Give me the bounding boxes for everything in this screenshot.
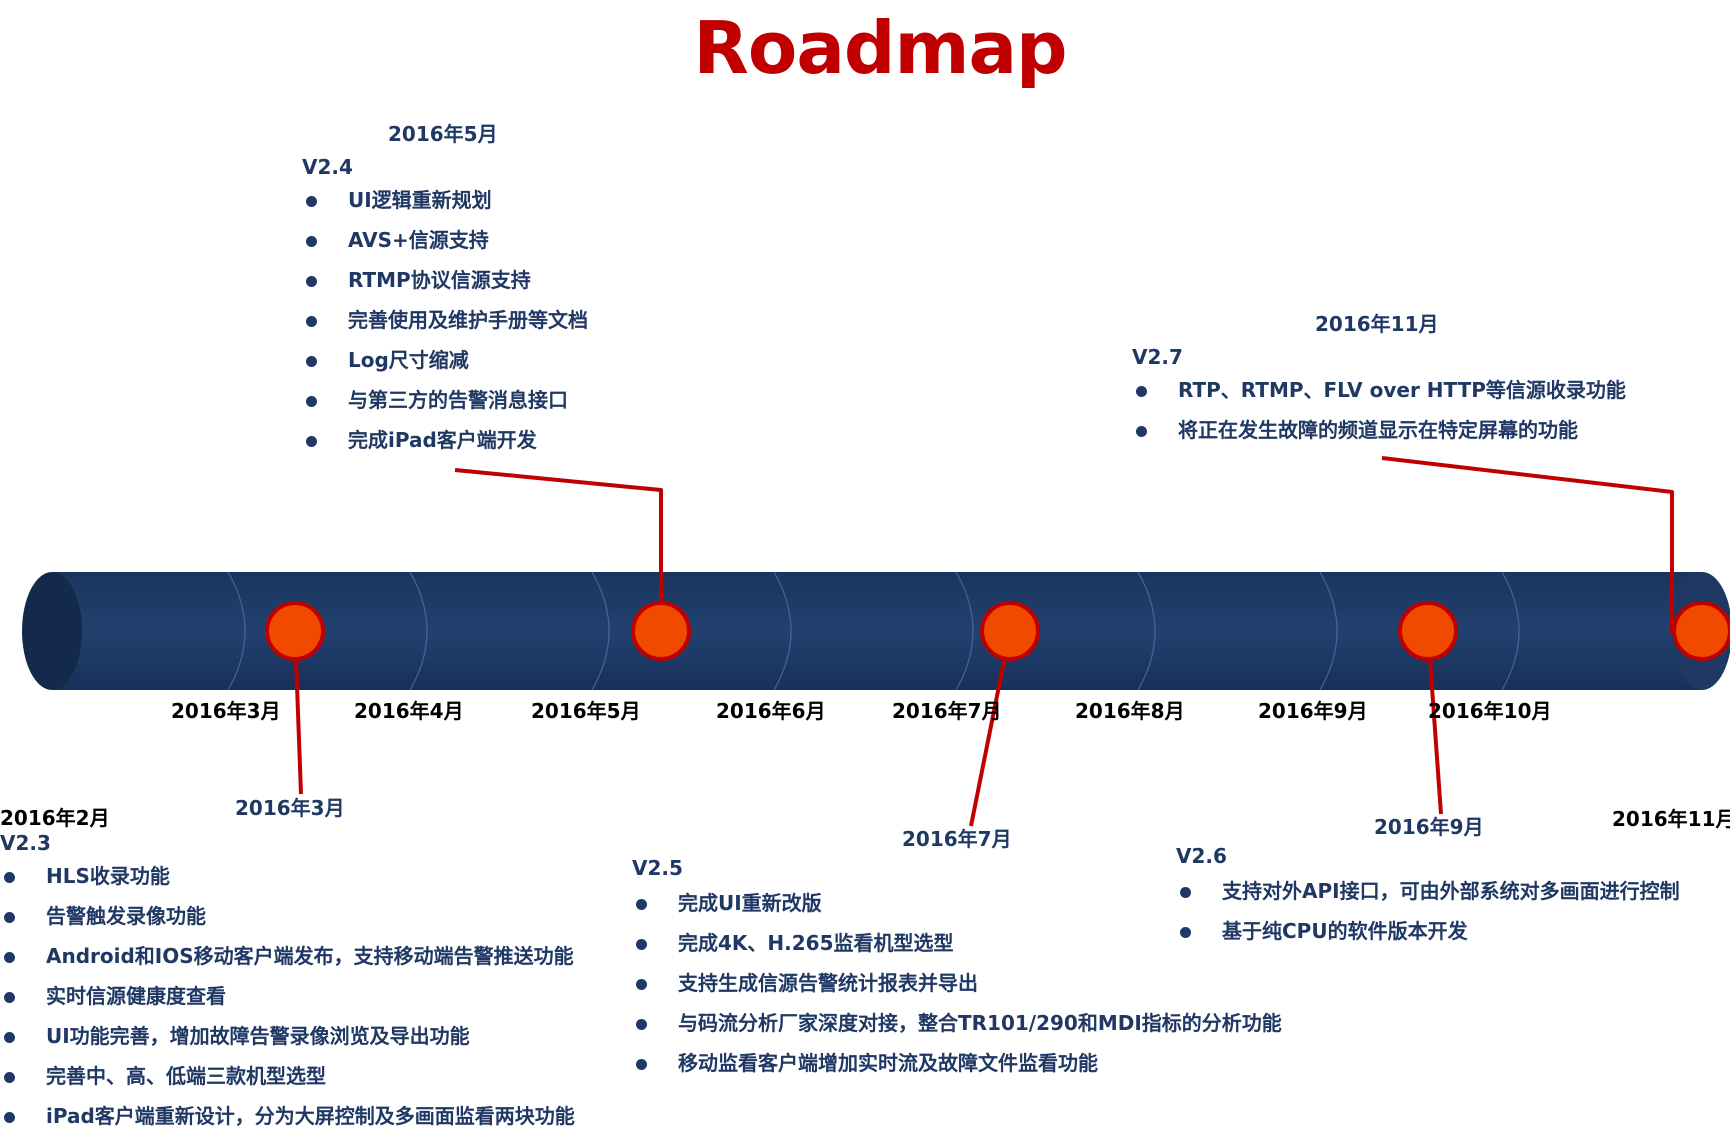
axis-month-label: 2016年3月: [171, 699, 281, 723]
milestone-v27: [1672, 601, 1730, 661]
feature-item: UI功能完善，增加故障告警录像浏览及导出功能: [0, 1021, 575, 1061]
tube-seam: [955, 571, 974, 691]
tube-seam: [773, 571, 792, 691]
feature-item: 支持对外API接口，可由外部系统对多画面进行控制: [1176, 876, 1680, 916]
connector-v24: [454, 468, 663, 631]
milestones: [265, 601, 1730, 661]
feature-item: RTMP协议信源支持: [302, 265, 588, 305]
tube-seam: [1319, 571, 1338, 691]
feature-item: 完善使用及维护手册等文档: [302, 305, 588, 345]
feature-item: UI逻辑重新规划: [302, 185, 588, 225]
milestone-v24: [631, 601, 691, 661]
release-version: V2.3: [0, 831, 51, 855]
feature-item: 完成4K、H.265监看机型选型: [632, 928, 1282, 968]
connector-lines: [293, 456, 1702, 827]
tube-seam: [1501, 571, 1520, 691]
release-v26: V2.6 支持对外API接口，可由外部系统对多画面进行控制 基于纯CPU的软件版…: [1176, 844, 1680, 956]
feature-item: iPad客户端重新设计，分为大屏控制及多画面监看两块功能: [0, 1101, 575, 1141]
release-v25: V2.5 完成UI重新改版 完成4K、H.265监看机型选型 支持生成信源告警统…: [632, 856, 1282, 1088]
feature-item: RTP、RTMP、FLV over HTTP等信源收录功能: [1132, 375, 1626, 415]
axis-month-label: 2016年9月: [1258, 699, 1368, 723]
tube-seam: [1137, 571, 1156, 691]
milestone-v25: [980, 601, 1040, 661]
milestone-date-label: 2016年11月: [1612, 807, 1730, 831]
feature-item: 将正在发生故障的频道显示在特定屏幕的功能: [1132, 415, 1626, 455]
axis-month-label: 2016年4月: [354, 699, 464, 723]
feature-item: 与第三方的告警消息接口: [302, 385, 588, 425]
release-date: 2016年11月: [1315, 312, 1439, 336]
feature-item: HLS收录功能: [0, 861, 575, 901]
feature-list: 支持对外API接口，可由外部系统对多画面进行控制 基于纯CPU的软件版本开发: [1176, 876, 1680, 956]
tube-segment-seams: [227, 571, 1520, 691]
timeline-tube-left-cap: [22, 572, 82, 690]
feature-item: 支持生成信源告警统计报表并导出: [632, 968, 1282, 1008]
release-version: V2.7: [1132, 345, 1183, 369]
feature-item: 完成UI重新改版: [632, 888, 1282, 928]
axis-month-label: 2016年10月: [1428, 699, 1552, 723]
release-date: 2016年2月: [0, 806, 110, 830]
milestone-date-label: 2016年9月: [1374, 815, 1484, 839]
axis-month-label: 2016年6月: [716, 699, 826, 723]
milestone-v23: [265, 601, 325, 661]
tube-seam: [591, 571, 610, 691]
feature-item: AVS+信源支持: [302, 225, 588, 265]
axis-month-label: 2016年5月: [531, 699, 641, 723]
page-title: Roadmap: [693, 6, 1067, 90]
connector-v26: [1426, 630, 1443, 815]
feature-item: 移动监看客户端增加实时流及故障文件监看功能: [632, 1048, 1282, 1088]
axis-month-label: 2016年8月: [1075, 699, 1185, 723]
feature-item: Android和IOS移动客户端发布，支持移动端告警推送功能: [0, 941, 575, 981]
feature-item: 与码流分析厂家深度对接，整合TR101/290和MDI指标的分析功能: [632, 1008, 1282, 1048]
release-version: V2.5: [632, 856, 683, 880]
feature-list: RTP、RTMP、FLV over HTTP等信源收录功能 将正在发生故障的频道…: [1132, 375, 1626, 455]
release-version: V2.6: [1176, 844, 1227, 868]
release-v23: 2016年2月 V2.3 HLS收录功能 告警触发录像功能 Android和IO…: [0, 802, 575, 1141]
axis-month-label: 2016年7月: [892, 699, 1002, 723]
feature-list: UI逻辑重新规划 AVS+信源支持 RTMP协议信源支持 完善使用及维护手册等文…: [302, 185, 588, 465]
tube-seam: [409, 571, 428, 691]
feature-item: Log尺寸缩减: [302, 345, 588, 385]
tube-seam: [227, 571, 246, 691]
milestone-v26: [1398, 601, 1458, 661]
feature-item: 完成iPad客户端开发: [302, 425, 588, 465]
feature-item: 基于纯CPU的软件版本开发: [1176, 916, 1680, 956]
release-date: 2016年5月: [388, 122, 498, 146]
connector-v25: [969, 630, 1012, 827]
feature-list: 完成UI重新改版 完成4K、H.265监看机型选型 支持生成信源告警统计报表并导…: [632, 888, 1282, 1088]
release-v24: 2016年5月 V2.4 UI逻辑重新规划 AVS+信源支持 RTMP协议信源支…: [302, 118, 588, 465]
milestone-date-label: 2016年7月: [902, 827, 1012, 851]
milestone-date-label: 2016年3月: [235, 796, 345, 820]
feature-list: HLS收录功能 告警触发录像功能 Android和IOS移动客户端发布，支持移动…: [0, 861, 575, 1141]
feature-item: 完善中、高、低端三款机型选型: [0, 1061, 575, 1101]
feature-item: 告警触发录像功能: [0, 901, 575, 941]
release-v27: 2016年11月 V2.7 RTP、RTMP、FLV over HTTP等信源收…: [1132, 308, 1626, 455]
feature-item: 实时信源健康度查看: [0, 981, 575, 1021]
release-version: V2.4: [302, 155, 353, 179]
